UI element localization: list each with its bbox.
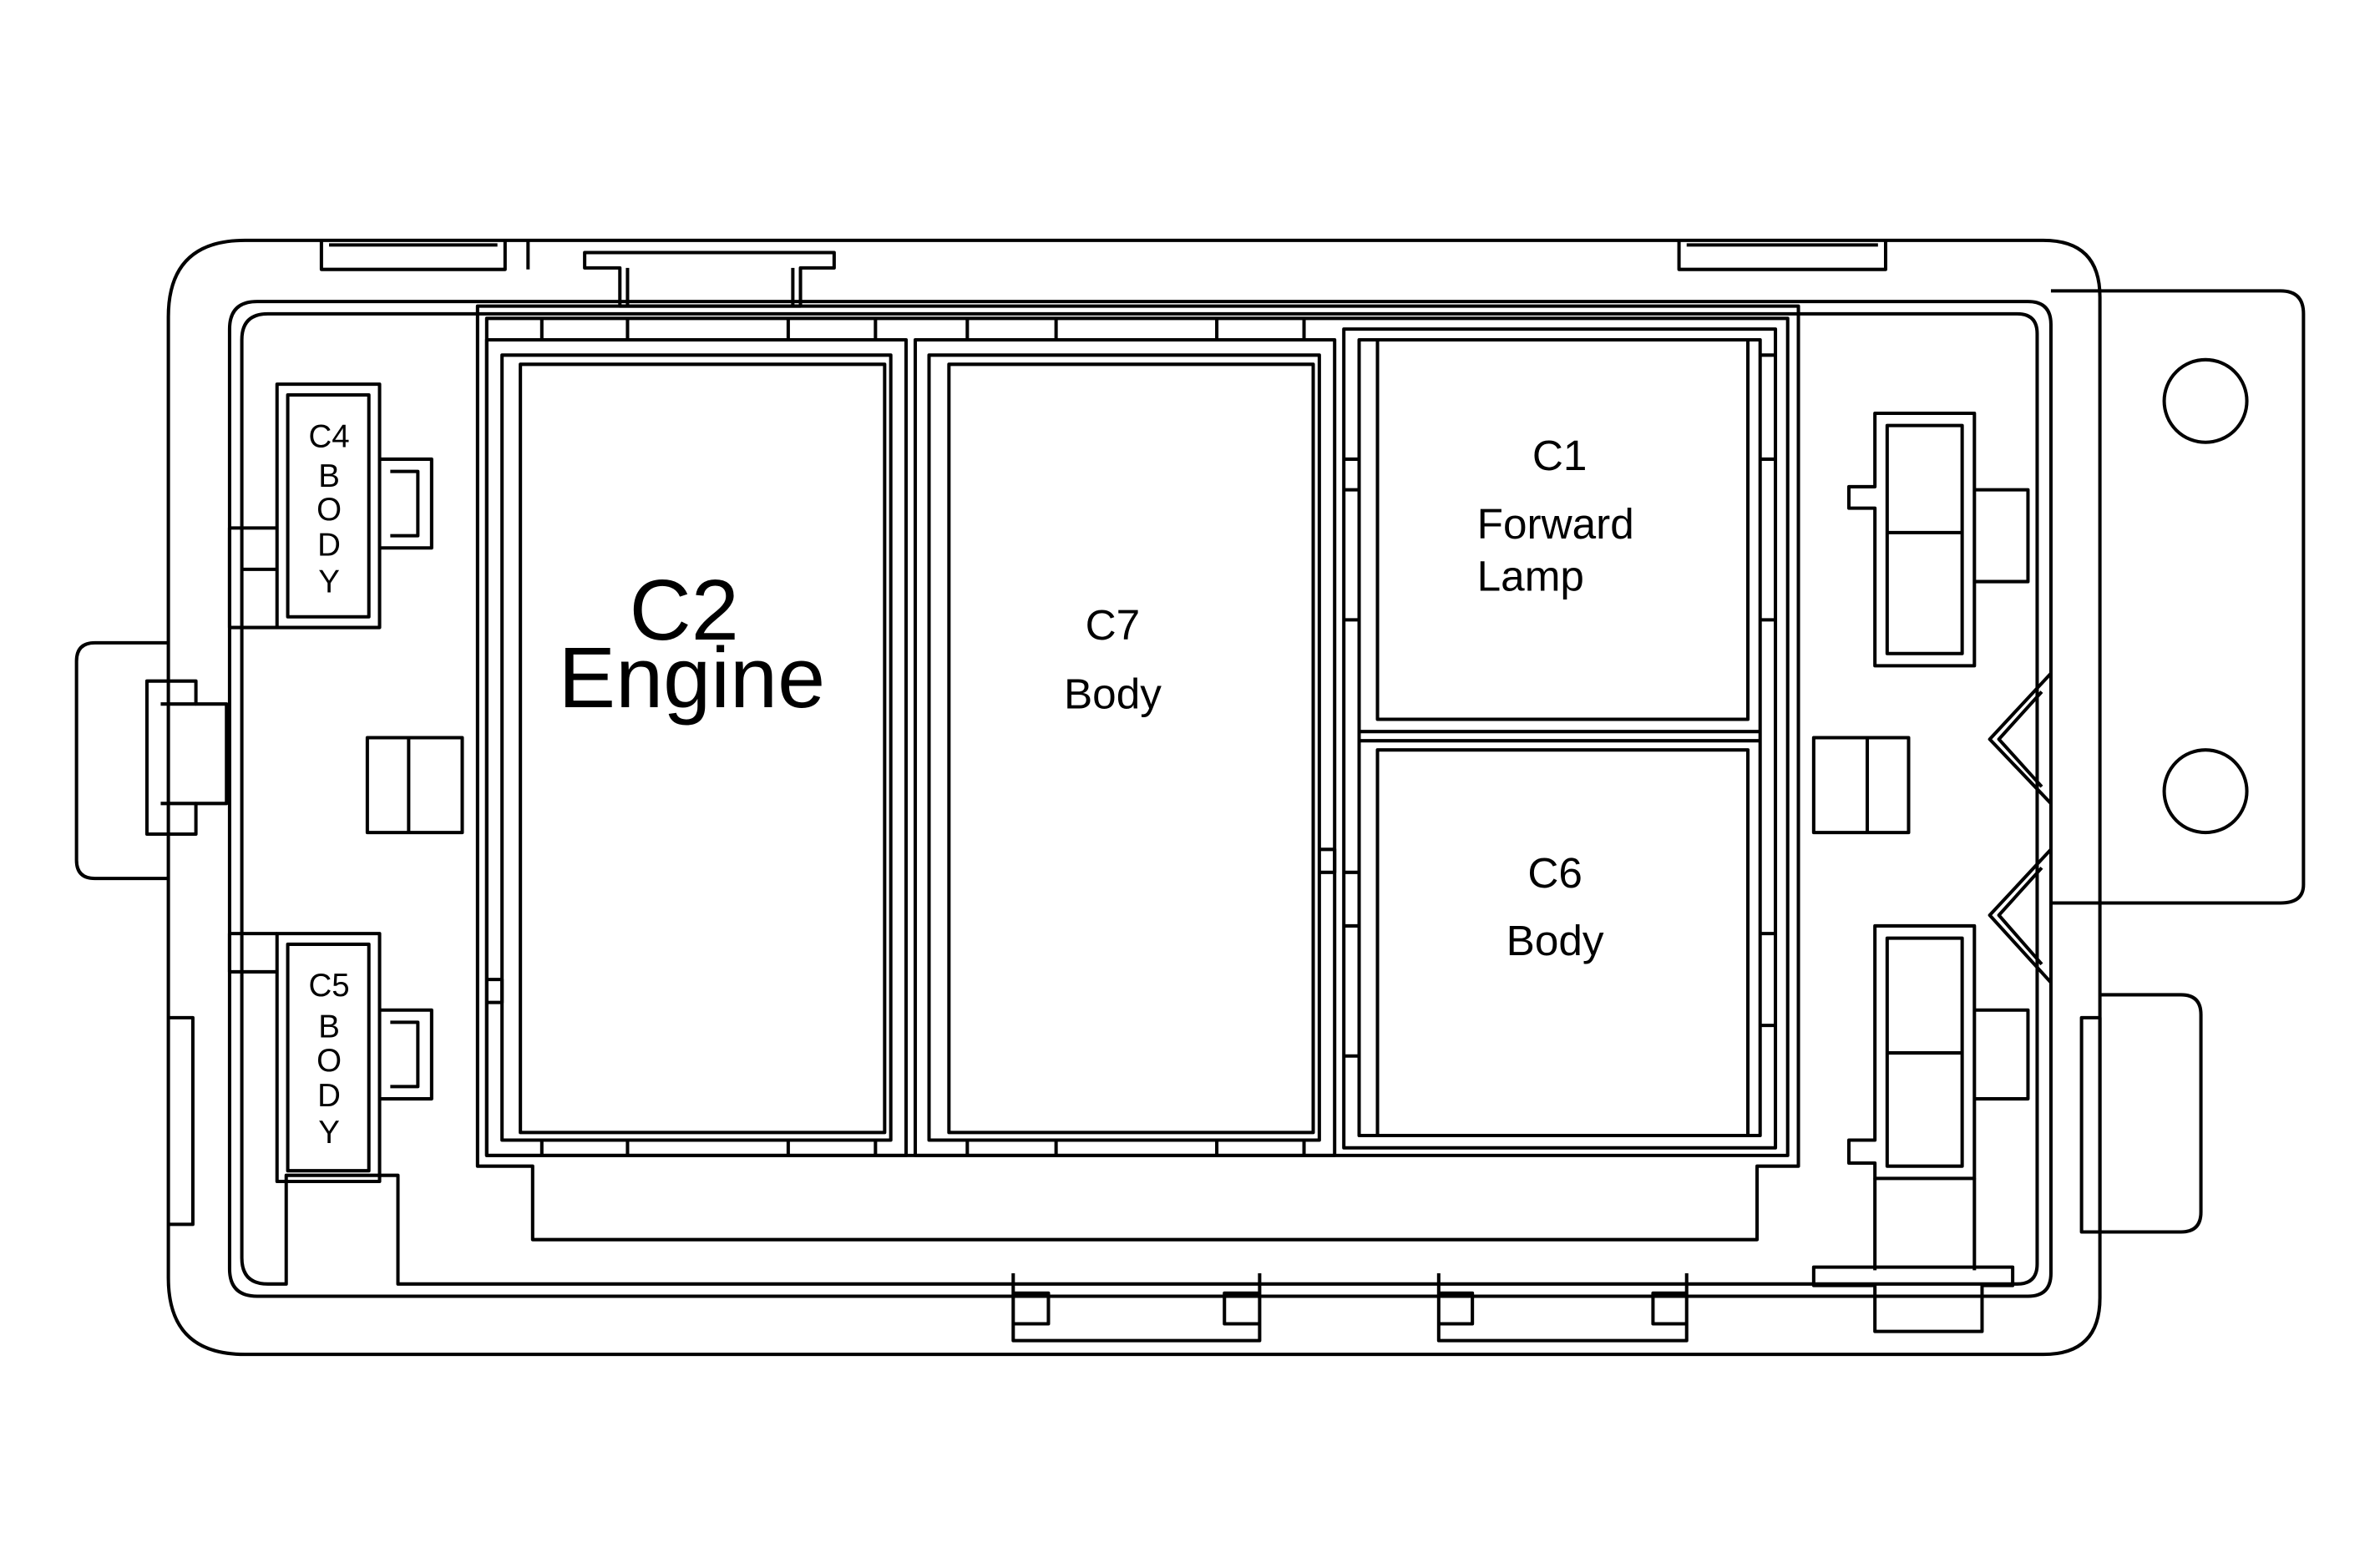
c4-letter: Y: [318, 564, 340, 599]
c5-letter: Y: [318, 1115, 340, 1151]
c6-name-label: Body: [1506, 917, 1604, 964]
c6-id-label: C6: [1527, 849, 1582, 897]
c7-connector-body: [913, 318, 1337, 1157]
mount-hole-upper: [2162, 357, 2249, 444]
c4-letter: B: [318, 458, 340, 494]
c4-letter: O: [316, 492, 342, 528]
c7-id-label: C7: [1086, 601, 1141, 649]
c4-connector: [227, 382, 433, 630]
housing-inner-rim: [227, 300, 2053, 1298]
bottom-latch-tabs: [1011, 1272, 1689, 1343]
c2-connector-body: [484, 318, 909, 1157]
c5-connector: [227, 932, 433, 1184]
c7-name-label: Body: [1064, 670, 1162, 718]
c1-c6-connector-body: [1342, 327, 1778, 1150]
c1-name-line1: Forward: [1477, 500, 1634, 548]
c4-id-label: C4: [308, 418, 349, 454]
mount-hole-lower: [2162, 748, 2249, 835]
c1-name-line2: Lamp: [1477, 553, 1584, 600]
c2-id-label: C2: [630, 562, 739, 658]
top-latch-tabs: [319, 240, 1888, 308]
right-latches: [1811, 411, 2030, 1333]
c1-id-label: C1: [1532, 432, 1588, 479]
left-middle-latch: [365, 736, 464, 835]
c5-letter: O: [316, 1043, 342, 1079]
c5-letter: B: [318, 1009, 340, 1045]
c2-name-label: Engine: [559, 630, 826, 726]
housing-inner-rim-2: [240, 311, 2039, 1286]
housing-outline: [166, 238, 2102, 1357]
c5-id-label: C5: [308, 968, 349, 1004]
right-v-notches: [1988, 672, 2053, 984]
c4-letter: D: [317, 527, 341, 563]
main-connector-frame: [475, 304, 1800, 1242]
c5-letter: D: [317, 1078, 341, 1114]
right-mounting-ear: [2050, 289, 2306, 1234]
left-side-tab: [74, 640, 229, 1227]
